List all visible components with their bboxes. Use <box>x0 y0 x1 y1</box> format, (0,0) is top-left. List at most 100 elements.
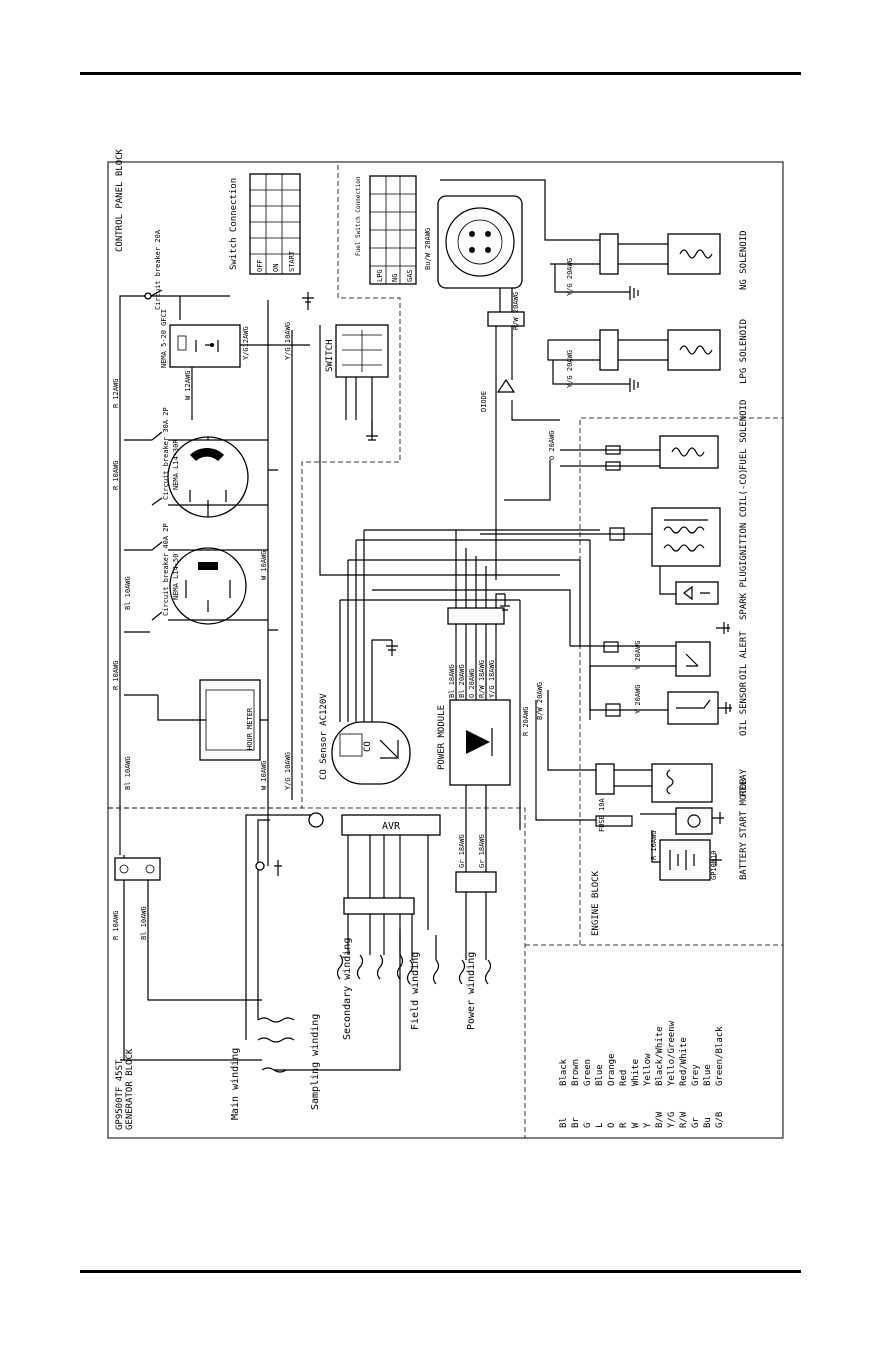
wire-label-bw20: B/W 20AWG <box>536 682 544 720</box>
switch-table-row-start: START <box>288 250 296 272</box>
wire-label-rw18: R/W 18AWG <box>478 660 486 698</box>
power-winding-label: Power winding <box>466 952 477 1030</box>
hour-meter <box>199 679 261 761</box>
ignition-label: IGNITION COIL(-CO) <box>739 468 749 566</box>
wire-label-r10-b: R 10AWG <box>112 660 120 690</box>
breaker-40a <box>151 541 163 621</box>
nema-l1430-label: NEMA L14-30R <box>172 439 180 490</box>
fuel-solenoid <box>659 435 719 469</box>
legend-code: G <box>583 1123 593 1128</box>
avr-connector <box>343 897 415 915</box>
wire-label-bl20: Bl 20AWG <box>458 664 466 698</box>
switch-table-row-off: OFF <box>256 259 264 272</box>
legend-code: B/W <box>655 1111 665 1128</box>
bottom-rule <box>80 1270 801 1273</box>
fuel-switch-connection-label: Fuel Switch Connection <box>355 176 362 256</box>
legend-code: Bl <box>559 1117 569 1128</box>
nema-l1450-label: NEMA L14-50 <box>172 554 180 600</box>
sampling-winding-label: Sampling winding <box>310 1014 321 1110</box>
secondary-winding-label: Secondary winding <box>342 938 353 1040</box>
legend-code: R/W <box>679 1111 689 1128</box>
fuel-table-row-ng: NG <box>391 274 399 282</box>
oil-sensor-label: OIL SENSOR <box>739 681 749 736</box>
fuel-table-row-gas: GAS <box>406 269 414 282</box>
wire-label-w12: W 12AWG <box>184 370 192 400</box>
fuel-valve-connector <box>437 195 523 289</box>
legend-code: Y <box>643 1122 653 1128</box>
wire-label-r16: R 16AWG <box>650 830 658 860</box>
relay <box>651 763 713 803</box>
switch-connection-table <box>249 173 301 275</box>
switch-connection-label: Switch Connection <box>229 178 239 270</box>
legend-code: Y/G <box>667 1112 677 1128</box>
legend-name: Brown <box>571 1059 581 1086</box>
fuel-solenoid-label: FUEL SOLENOID <box>739 400 749 470</box>
field-winding <box>406 959 440 985</box>
lpg-solenoid <box>667 329 721 371</box>
wire-label-r10-c: R 10AWG <box>112 910 120 940</box>
start-motor-label: START MOTOR <box>739 778 749 838</box>
wire-label-yg20-a: Y/G 20AWG <box>566 258 574 296</box>
legend-code: Gr <box>691 1117 701 1128</box>
ng-solenoid-label: NG SOLENOID <box>739 230 749 290</box>
oil-alert <box>675 641 711 677</box>
spark-plug-label: SPARK PLUG <box>739 566 749 620</box>
wire-label-yg20-b: Y/G 20AWG <box>566 350 574 388</box>
relay-label: RELAY <box>739 768 749 796</box>
breaker-30a <box>151 431 163 506</box>
legend-name: Blue <box>595 1064 605 1086</box>
avr-label: AVR <box>382 821 401 832</box>
legend-code: W <box>631 1122 641 1128</box>
battery <box>659 839 711 881</box>
breaker1-label: Circuit breaker 20A <box>154 229 162 310</box>
wire-label-rw20: R/W 20AWG <box>512 292 520 330</box>
power-module-connector <box>447 607 505 625</box>
generator-block-label: GENERATOR BLOCK <box>125 1048 135 1130</box>
ground-node <box>255 861 265 871</box>
lpg-solenoid-label: LPG SOLENOID <box>739 319 749 384</box>
control-block-border <box>108 162 401 809</box>
ng-solenoid-connector <box>599 233 619 275</box>
secondary-winding <box>336 954 404 980</box>
wire-label-bl10-a: Bl 10AWG <box>124 576 132 610</box>
breaker2-label: Circuit breaker 30A 2P <box>162 407 170 500</box>
legend-code: Br <box>571 1117 581 1128</box>
power-winding-connector <box>455 871 497 893</box>
wire-label-yg10-b: Y/G 10AWG <box>284 322 292 360</box>
relay-connector <box>595 763 615 795</box>
wire-label-bl18: Bl 18AWG <box>448 664 456 698</box>
diagram-frame <box>107 161 784 1139</box>
l14-30-outlet <box>167 436 268 518</box>
field-winding-label: Field winding <box>410 952 421 1030</box>
wire-label-r20: R 20AWG <box>522 706 530 736</box>
connector-node <box>308 812 324 828</box>
wire-label-gr18-a: Gr 18AWG <box>458 834 466 868</box>
switch-table-row-on: ON <box>272 264 280 272</box>
legend-code: G/B <box>715 1112 725 1128</box>
wire-label-w10-b: W 10AWG <box>260 550 268 580</box>
diode-label: DIODE <box>480 391 488 412</box>
model-label: GP9500TF 45ST <box>115 1059 125 1130</box>
co-sensor: CO <box>331 721 411 785</box>
start-motor <box>675 807 713 835</box>
wire-label-o20-b: O 20AWG <box>548 430 556 460</box>
control-block-label: CONTROL PANEL BLOCK <box>115 148 125 252</box>
gfci-outlet <box>169 324 241 368</box>
wire-label-gr18-b: Gr 18AWG <box>478 834 486 868</box>
color-legend: BlBlackBrBrownGGreenLBlueOOrangeRRedWWhi… <box>559 1020 725 1128</box>
lpg-solenoid-connector <box>599 329 619 371</box>
switch-label: SWITCH <box>325 339 335 372</box>
wire-label-o20: O 20AWG <box>468 668 476 698</box>
fuel-switch-table <box>369 175 417 285</box>
breaker-20a <box>144 289 163 300</box>
nema-520-label: NEMA 5-20 GFCI <box>160 309 168 368</box>
ground-symbols <box>274 286 732 876</box>
wire-label-yg10-a: Y/G 10AWG <box>284 752 292 790</box>
spark-plug <box>675 581 719 605</box>
fuse-label: FUSE 10A <box>598 797 606 832</box>
fuel-table-row-lpg: LPG <box>376 269 384 282</box>
terminal-block <box>114 857 161 881</box>
main-winding <box>257 1017 295 1043</box>
main-winding-label: Main winding <box>230 1048 241 1120</box>
legend-name: Orange <box>607 1053 617 1086</box>
